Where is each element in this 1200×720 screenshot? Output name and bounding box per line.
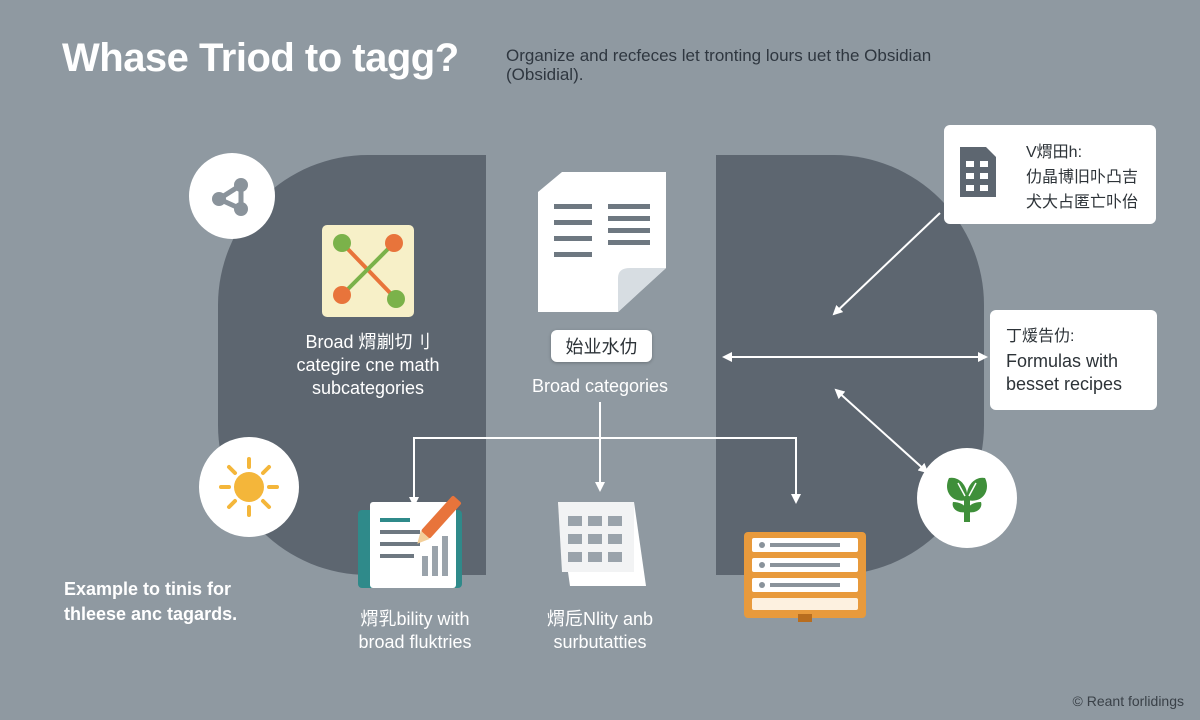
plant-circle [917, 448, 1017, 548]
subtitle-line-1: Organize and recfeces let tronting lours… [506, 46, 932, 65]
example-note-line-1: Example to tinis for [64, 579, 232, 599]
bottom-caption-left-line-1: 煟乳bility with [360, 609, 470, 629]
bottom-caption-left: 煟乳bility with broad fluktries [320, 608, 510, 654]
folder-list-icon [744, 532, 866, 622]
top-right-card: V煟田h: 仂晶博旧卟凸吉 犬大占匿亡卟佁 [944, 125, 1156, 224]
bottom-caption-right-line-1: 煟卮Nlity anb [546, 609, 654, 629]
mindmap-tile [322, 225, 414, 317]
subtitle-line-2: (Obsidial). [506, 65, 584, 84]
grid-sheet-icon [558, 502, 646, 586]
sun-circle [199, 437, 299, 537]
example-note: Example to tinis for thleese anc tagards… [64, 577, 237, 627]
bottom-caption-right: 煟卮Nlity anb surbutatties [505, 608, 695, 654]
mid-right-line-2: besset recipes [1006, 374, 1123, 394]
left-panel-text: Broad 煟剻切刂 categire cne math subcategori… [268, 331, 468, 400]
mid-right-text: Formulas with besset recipes [1006, 350, 1122, 396]
left-panel-line-2: categire cne math [296, 355, 440, 375]
footer-credit: © Reant forlidings [1072, 693, 1184, 709]
plant-icon [947, 477, 987, 522]
left-panel-line-3: subcategories [311, 378, 425, 398]
share-graph-icon [212, 178, 248, 216]
left-panel-line-1: Broad 煟剻切刂 [305, 332, 431, 352]
mid-right-card: 丁煖告仂: Formulas with besset recipes [990, 310, 1157, 410]
bottom-caption-right-line-2: surbutatties [553, 632, 647, 652]
document-icon [538, 172, 666, 312]
example-note-line-2: thleese anc tagards. [64, 604, 238, 624]
arrow-from-card [832, 212, 941, 316]
top-right-card-text: V煟田h: 仂晶博旧卟凸吉 犬大占匿亡卟佁 [1026, 140, 1138, 215]
center-tag-label: 始业水仂 [565, 337, 638, 357]
arrow-to-plant [834, 388, 929, 474]
share-circle [189, 153, 275, 239]
top-right-line-1: V煟田h: [1026, 144, 1083, 161]
mid-right-line-1: Formulas with [1006, 351, 1119, 371]
top-right-line-3: 犬大占匿亡卟佁 [1026, 194, 1139, 211]
page-title: Whase Triod to tagg? [62, 36, 459, 80]
arrow-branch [409, 437, 801, 507]
notes-pencil-icon [358, 495, 462, 588]
mid-right-heading: 丁煖告仂: [1006, 328, 1075, 345]
bottom-caption-left-line-2: broad fluktries [358, 632, 472, 652]
center-caption: Broad categories [531, 376, 669, 396]
mindmap-icon [333, 234, 405, 308]
sun-icon [219, 457, 279, 517]
center-tag: 始业水仂 [551, 330, 652, 362]
file-icon [960, 147, 996, 197]
top-right-line-2: 仂晶博旧卟凸吉 [1026, 169, 1139, 186]
